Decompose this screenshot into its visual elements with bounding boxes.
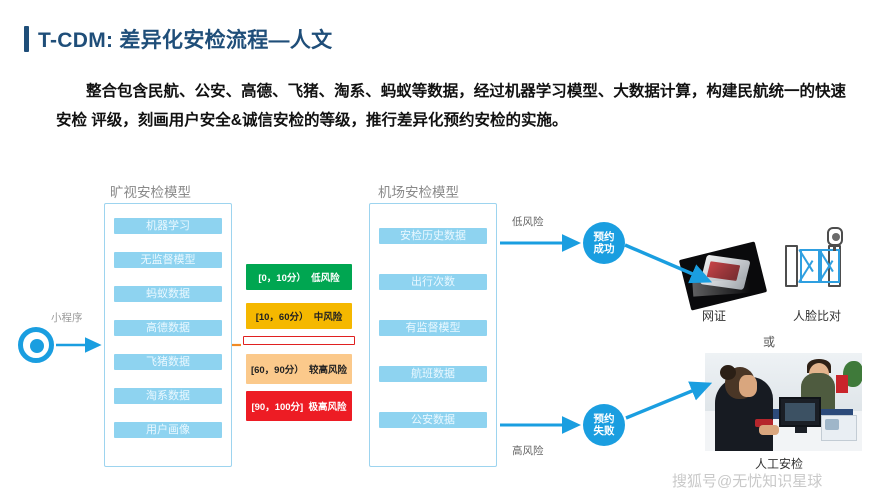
chip-trip-count[interactable]: 出行次数	[379, 274, 487, 290]
chip-public-security[interactable]: 公安数据	[379, 412, 487, 428]
security-gate-icon	[784, 227, 854, 301]
outcome-success-line1: 预约	[593, 230, 615, 243]
manual-inspection-photo	[705, 353, 862, 451]
outcome-failure-line1: 预约	[593, 412, 615, 425]
risk-range-extreme: [90，100分]	[251, 402, 304, 413]
risk-level-medium: [10，60分） 中风险	[246, 303, 352, 329]
risk-range-low: [0，10分）	[258, 273, 306, 284]
chip-taoxi-data[interactable]: 淘系数据	[114, 388, 222, 404]
face-comparison-caption: 人脸比对	[793, 309, 842, 323]
entry-node-label: 小程序	[51, 312, 83, 324]
risk-label-extreme: 极高风险	[308, 402, 347, 413]
photo-officer-face	[739, 375, 757, 397]
photo-officer-hand	[759, 425, 779, 435]
outcome-booking-success[interactable]: 预约 成功	[583, 222, 625, 264]
chip-gaode-data[interactable]: 高德数据	[114, 320, 222, 336]
netid-phone-image	[678, 241, 768, 311]
gate-camera-neck	[833, 245, 836, 251]
risk-range-medium: [10，60分）	[255, 312, 309, 323]
chip-supervised-model[interactable]: 有监督模型	[379, 320, 487, 336]
airport-model-box: 安检历史数据 出行次数 有监督模型 航班数据 公安数据	[369, 203, 497, 467]
chip-feizhu-data[interactable]: 飞猪数据	[114, 354, 222, 370]
risk-level-low: [0，10分） 低风险	[246, 264, 352, 290]
gate-wing-left	[800, 249, 820, 283]
chip-ant-data[interactable]: 蚂蚁数据	[114, 286, 222, 302]
photo-monitor-stand	[795, 427, 807, 433]
photo-tablet	[821, 415, 857, 441]
gate-pillar-left	[785, 245, 798, 287]
gate-wing-right	[820, 249, 840, 283]
arrow-failure-to-manual	[625, 381, 713, 420]
photo-scanner-device	[755, 419, 773, 427]
netid-sheen	[692, 278, 752, 297]
chip-security-history[interactable]: 安检历史数据	[379, 228, 487, 244]
chip-unsupervised-model[interactable]: 无监督模型	[114, 252, 222, 268]
arrow-label-low-risk: 低风险	[512, 216, 544, 228]
netid-caption: 网证	[702, 309, 727, 323]
outcome-success-line2: 成功	[593, 243, 615, 255]
risk-level-high: [60，90分） 较高风险	[246, 354, 352, 384]
chip-user-profile[interactable]: 用户画像	[114, 422, 222, 438]
chip-machine-learning[interactable]: 机器学习	[114, 218, 222, 234]
photo-monitor	[779, 397, 821, 427]
risk-label-high: 较高风险	[309, 365, 348, 376]
outcome-booking-failure[interactable]: 预约 失败	[583, 404, 625, 446]
photo-flag	[836, 375, 848, 393]
body-paragraph: 整合包含民航、公安、高德、飞猪、淘系、蚂蚁等数据，经过机器学习模型、大数据计算，…	[56, 78, 846, 135]
watermark: 搜狐号@无忧知识星球	[672, 473, 823, 490]
page-title: T-CDM: 差异化安检流程—人文	[24, 24, 332, 54]
title-text: T-CDM: 差异化安检流程—人文	[38, 29, 333, 52]
model-caption-airport: 机场安检模型	[378, 185, 459, 200]
title-accent-bar	[24, 26, 29, 52]
risk-threshold-separator	[243, 336, 355, 345]
risk-level-extreme: [90，100分] 极高风险	[246, 391, 352, 421]
manual-inspection-caption: 人工安检	[755, 457, 804, 471]
paragraph-text: 整合包含民航、公安、高德、飞猪、淘系、蚂蚁等数据，经过机器学习模型、大数据计算，…	[56, 83, 846, 129]
chip-flight-data[interactable]: 航班数据	[379, 366, 487, 382]
risk-range-high: [60，90分）	[250, 365, 304, 376]
entry-node-icon	[18, 327, 54, 363]
photo-officer-hair-bun	[720, 365, 736, 380]
risk-label-low: 低风险	[311, 273, 340, 284]
kuangshi-model-box: 机器学习 无监督模型 蚂蚁数据 高德数据 飞猪数据 淘系数据 用户画像	[104, 203, 232, 467]
or-connector-text: 或	[763, 335, 776, 349]
arrow-label-high-risk: 高风险	[512, 445, 544, 457]
outcome-failure-line2: 失败	[593, 425, 615, 437]
camera-icon	[827, 227, 843, 246]
risk-label-medium: 中风险	[313, 312, 343, 323]
model-caption-kuangshi: 旷视安检模型	[110, 185, 191, 200]
